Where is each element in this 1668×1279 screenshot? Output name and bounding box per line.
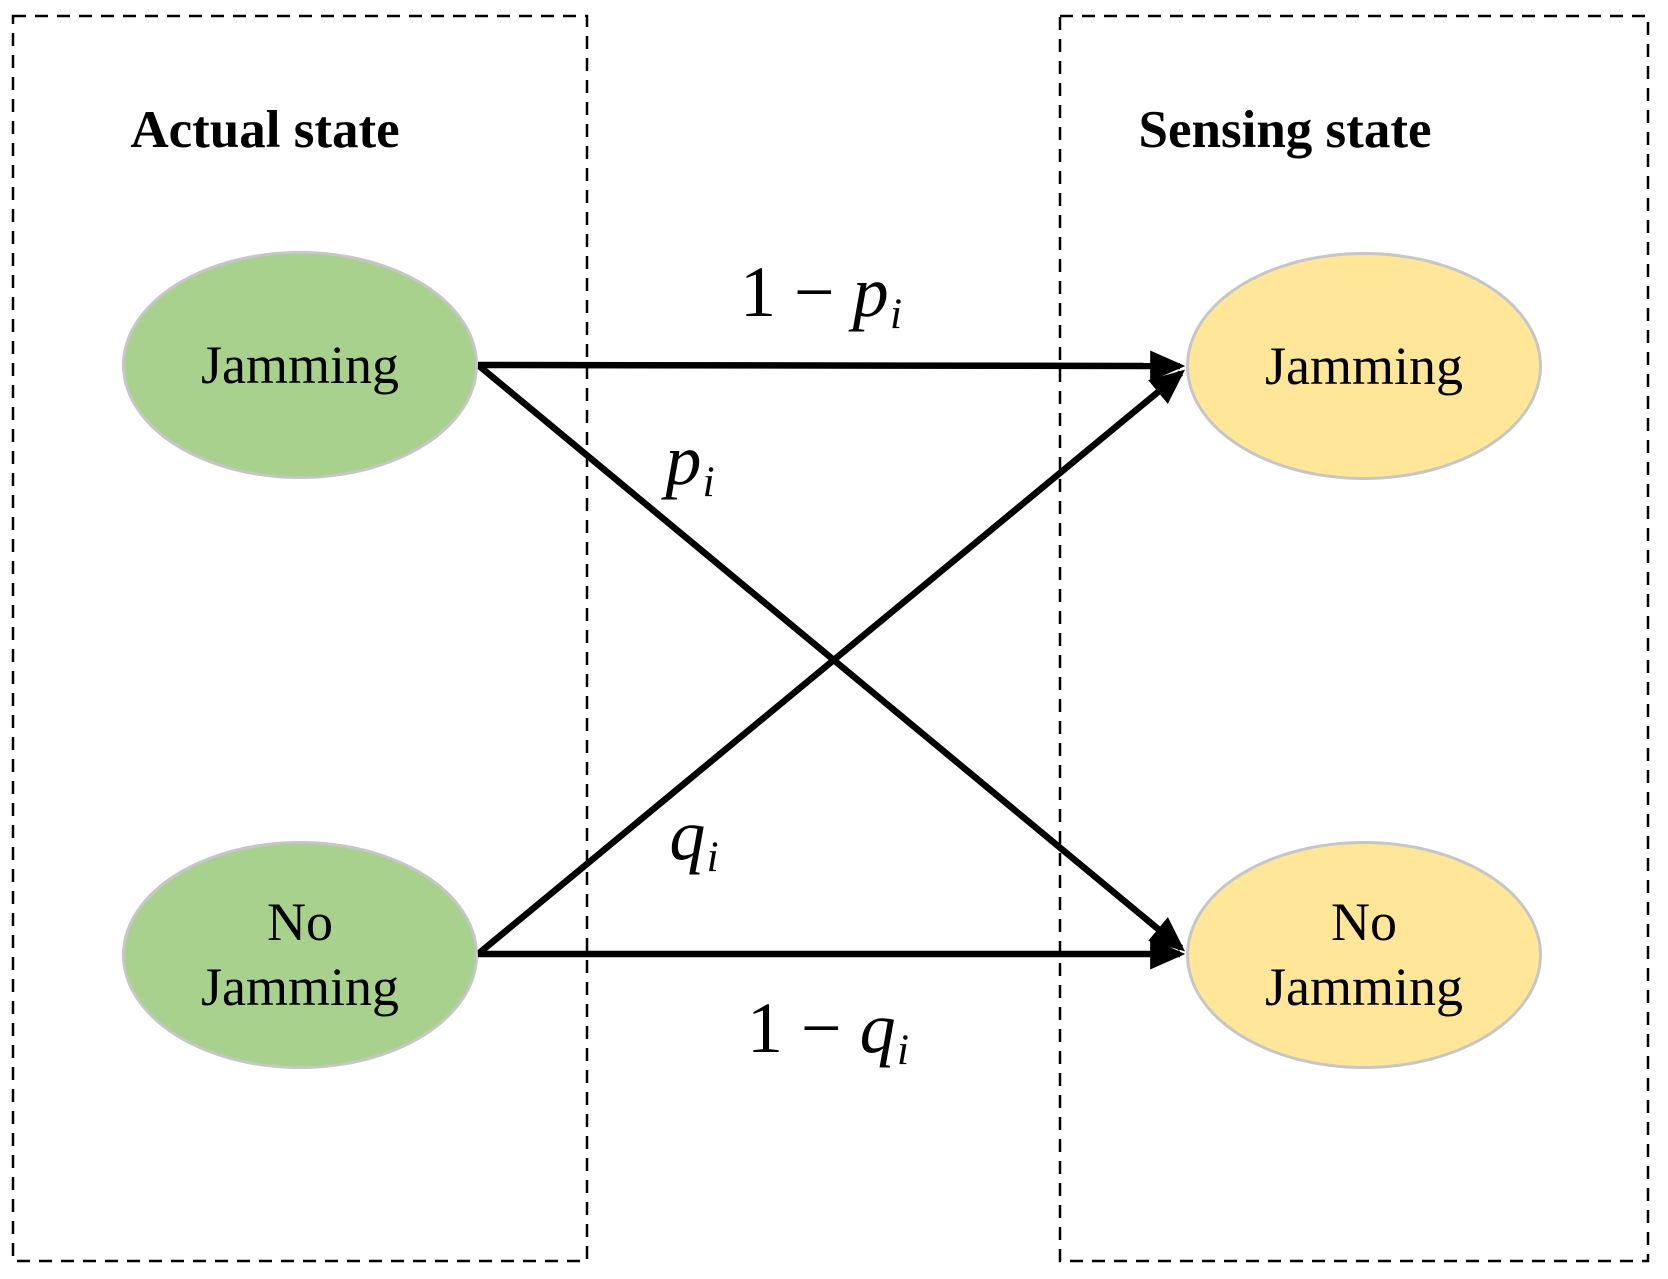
- sensing-state-box: [1058, 14, 1650, 1263]
- actual-state-box: [11, 14, 589, 1263]
- node-sensing-jamming-label: Jamming: [1265, 335, 1463, 396]
- sensing-state-title: Sensing state: [1138, 101, 1432, 159]
- edge-actual-jamming-to-sensing-jamming: [477, 350, 1186, 382]
- edge-label-q: qi: [669, 799, 718, 879]
- edge-label-subscript: i: [896, 1027, 909, 1075]
- node-actual-no-jamming-label: No Jamming: [201, 892, 399, 1017]
- edge-label-p: pi: [665, 424, 714, 504]
- actual-state-title: Actual state: [130, 101, 400, 159]
- edge-label-one-minus-q: 1 − qi: [747, 992, 909, 1072]
- edge-label-variable: p: [852, 252, 889, 332]
- edge-actual-no-jamming-to-sensing-jamming: [475, 369, 1186, 957]
- node-actual-jamming: Jamming: [122, 251, 478, 479]
- edge-label-one-minus-p: 1 − pi: [740, 256, 902, 336]
- edge-label-variable: q: [669, 795, 706, 875]
- edge-label-subscript: i: [889, 291, 902, 339]
- node-sensing-no-jamming-label: No Jamming: [1265, 892, 1463, 1017]
- node-actual-jamming-label: Jamming: [201, 334, 399, 395]
- node-actual-no-jamming: No Jamming: [122, 841, 478, 1069]
- edge-label-subscript: i: [702, 459, 715, 507]
- edge-label-prefix: 1 −: [740, 252, 853, 332]
- edge-label-variable: q: [859, 988, 896, 1068]
- edge-label-subscript: i: [706, 834, 719, 882]
- edge-label-prefix: 1 −: [747, 988, 860, 1068]
- edge-label-variable: p: [665, 420, 702, 500]
- node-sensing-no-jamming: No Jamming: [1186, 841, 1542, 1069]
- node-sensing-jamming: Jamming: [1186, 252, 1542, 480]
- edge-actual-jamming-to-sensing-no-jamming: [475, 362, 1186, 952]
